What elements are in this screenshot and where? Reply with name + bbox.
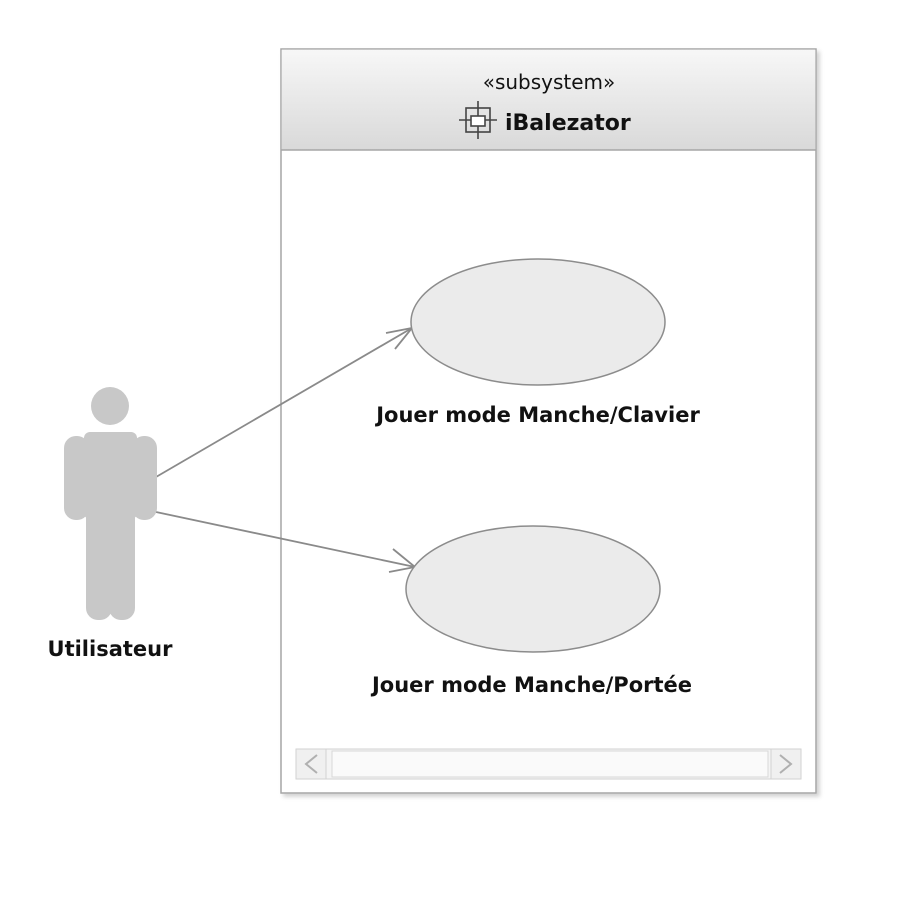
- subsystem-frame[interactable]: «subsystem» iBalezator: [280, 48, 817, 794]
- use-case-clavier[interactable]: Jouer mode Manche/Clavier: [374, 258, 700, 427]
- scrollbar-left-button[interactable]: [295, 748, 327, 780]
- subsystem-stereotype: «subsystem»: [483, 70, 616, 94]
- component-icon: [459, 101, 497, 139]
- use-case-portee[interactable]: Jouer mode Manche/Portée: [370, 525, 692, 697]
- chevron-right-icon: [779, 754, 793, 774]
- use-case-ellipse: [405, 525, 661, 653]
- scrollbar-thumb[interactable]: [331, 750, 769, 778]
- horizontal-scrollbar[interactable]: [295, 748, 802, 780]
- use-case-ellipse: [410, 258, 666, 386]
- scrollbar-right-button[interactable]: [770, 748, 802, 780]
- actor-utilisateur[interactable]: Utilisateur: [48, 387, 174, 661]
- use-case-label: Jouer mode Manche/Portée: [370, 673, 692, 697]
- subsystem-body: [280, 48, 817, 794]
- chevron-left-icon: [304, 754, 318, 774]
- subsystem-name: iBalezator: [505, 111, 631, 136]
- actor-stick-figure-icon: [64, 387, 157, 620]
- actor-label: Utilisateur: [48, 637, 174, 661]
- use-case-label: Jouer mode Manche/Clavier: [374, 403, 700, 427]
- subsystem-header: [281, 49, 816, 150]
